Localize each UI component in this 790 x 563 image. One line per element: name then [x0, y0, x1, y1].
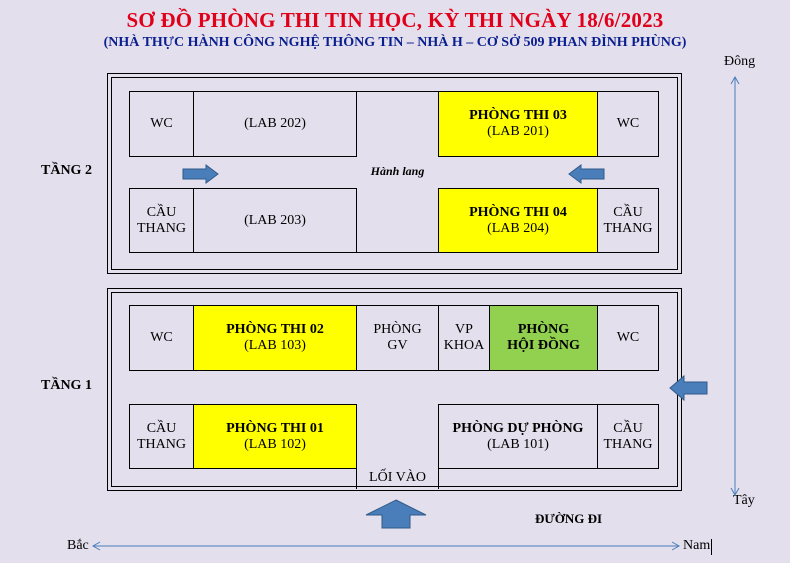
room-label: CẦU	[146, 420, 177, 436]
room-name: PHÒNG THI 02	[226, 322, 324, 337]
room-label: WC	[616, 116, 640, 131]
chevron-up-icon	[730, 75, 740, 85]
floor1-wc-right: WC	[597, 305, 659, 371]
room-label: WC	[150, 330, 173, 345]
compass-south-label: Nam	[683, 538, 711, 553]
floor2-exam-room-03: PHÒNG THI 03 (LAB 201)	[438, 91, 598, 157]
room-label: HỘI ĐỒNG	[507, 338, 580, 353]
room-name: PHÒNG THI 01	[226, 420, 324, 436]
floor2-lab202: (LAB 202)	[193, 91, 357, 157]
floor1-exam-room-02: PHÒNG THI 02 (LAB 103)	[193, 305, 357, 371]
floor1-council-room: PHÒNG HỘI ĐỒNG	[489, 305, 598, 371]
floor1-reserve-room: PHÒNG DỰ PHÒNG (LAB 101)	[438, 404, 598, 469]
room-lab: (LAB 101)	[487, 436, 549, 452]
chevron-right-icon	[671, 541, 681, 551]
room-label: GV	[387, 338, 408, 353]
arrow-left-icon	[669, 374, 708, 402]
floor2-lab203: (LAB 203)	[193, 188, 357, 253]
room-label: CẦU	[146, 204, 177, 220]
room-name: PHÒNG THI 04	[469, 204, 567, 220]
floor2-inner-frame	[111, 77, 678, 270]
floor2-middle-block	[356, 91, 439, 253]
compass-east-label: Đông	[724, 54, 756, 69]
room-label: CẦU	[613, 204, 643, 220]
arrow-right-icon	[182, 164, 219, 184]
floor2-outer-frame	[107, 73, 682, 274]
room-label: CẦU	[613, 420, 643, 436]
room-label: THANG	[603, 220, 653, 236]
room-label: WC	[150, 116, 173, 131]
arrow-left-icon	[568, 164, 605, 184]
room-label: (LAB 202)	[244, 116, 306, 131]
entrance-wall-left	[356, 404, 357, 489]
chevron-down-icon	[730, 487, 740, 497]
room-label: VP	[455, 322, 473, 337]
floor1-label: TẦNG 1	[41, 378, 92, 393]
entrance-wall-right	[438, 468, 439, 489]
floor2-corridor-label: Hành lang	[370, 164, 425, 178]
room-label: THANG	[603, 436, 653, 452]
room-lab: (LAB 103)	[244, 338, 306, 353]
room-name: PHÒNG THI 03	[469, 108, 567, 123]
floor2-stairs-right: CẦU THANG	[597, 188, 659, 253]
chevron-left-icon	[91, 541, 101, 551]
room-label: THANG	[137, 220, 186, 236]
text-cursor	[711, 539, 712, 555]
diagram-title: SƠ ĐỒ PHÒNG THI TIN HỌC, KỲ THI NGÀY 18/…	[126, 8, 664, 32]
room-lab: (LAB 201)	[487, 124, 549, 139]
room-label: KHOA	[443, 338, 485, 353]
room-label: PHÒNG	[373, 322, 422, 337]
floor1-exam-room-01: PHÒNG THI 01 (LAB 102)	[193, 404, 357, 469]
floor2-label: TẦNG 2	[41, 163, 92, 178]
entrance-label: LỐI VÀO	[369, 470, 426, 485]
floor2-wc-right: WC	[597, 91, 659, 157]
room-lab: (LAB 204)	[487, 220, 549, 236]
compass-west-label: Tây	[733, 493, 755, 508]
diagram-subtitle: (NHÀ THỰC HÀNH CÔNG NGHỆ THÔNG TIN – NHÀ…	[103, 35, 687, 50]
room-label: PHÒNG	[517, 322, 570, 337]
room-name: PHÒNG DỰ PHÒNG	[452, 420, 584, 436]
room-label: (LAB 203)	[244, 212, 306, 228]
room-label: THANG	[137, 436, 186, 452]
arrow-up-icon	[365, 499, 427, 529]
floor1-stairs-right: CẦU THANG	[597, 404, 659, 469]
road-label: ĐƯỜNG ĐI	[535, 511, 603, 526]
floor1-stairs-left: CẦU THANG	[129, 404, 194, 469]
compass-north-label: Bắc	[67, 538, 89, 553]
room-lab: (LAB 102)	[244, 436, 306, 452]
room-label: WC	[616, 330, 640, 345]
